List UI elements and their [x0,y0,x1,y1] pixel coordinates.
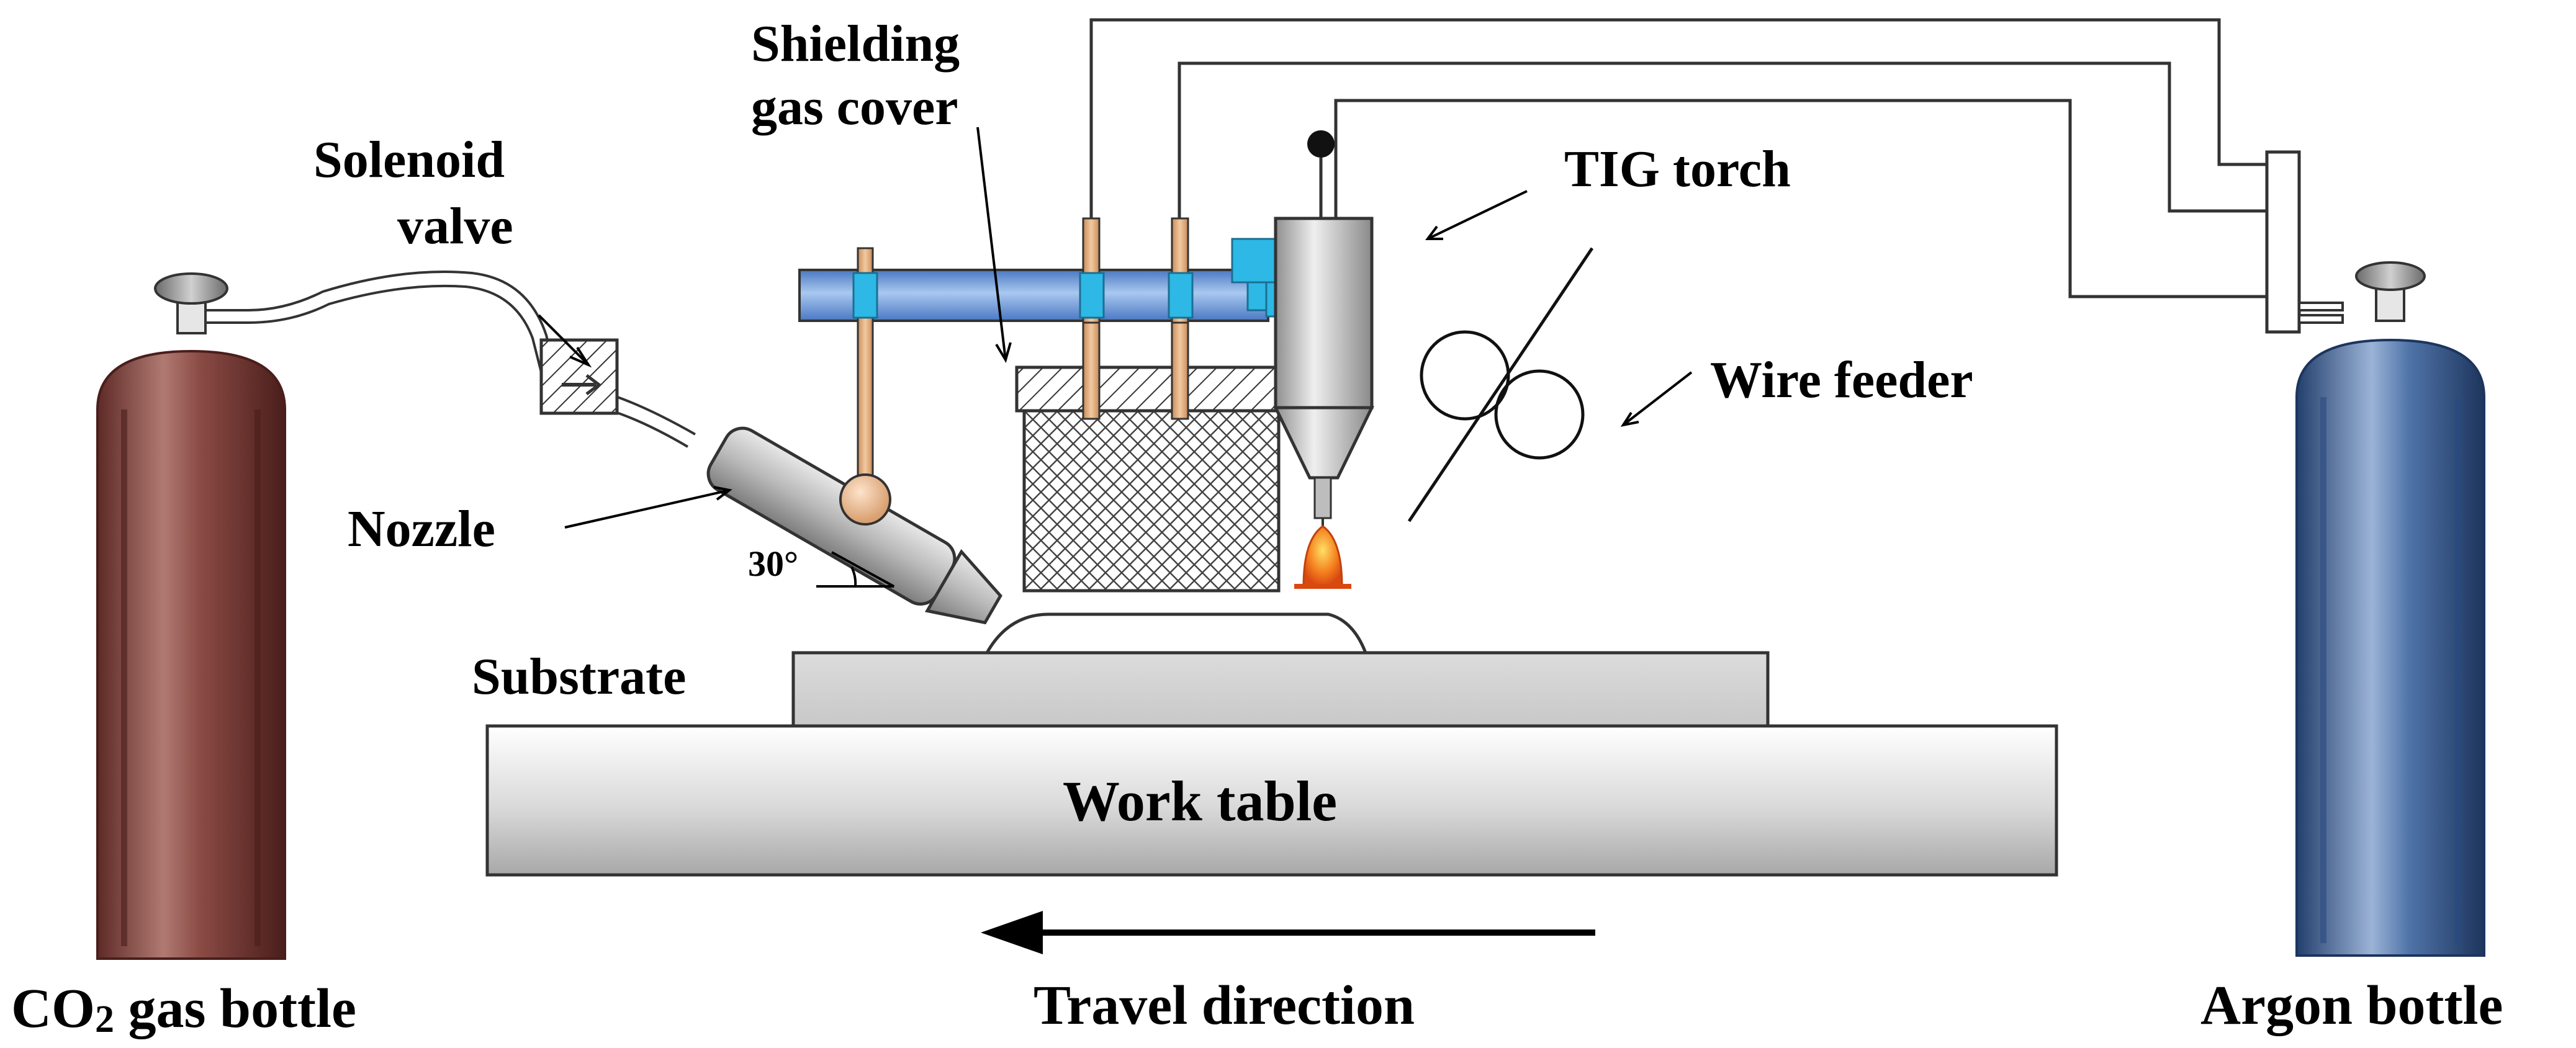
nozzle-angle-marker [816,551,894,588]
solenoid-label-line1: Solenoid [313,131,505,189]
label-pointers [538,127,1693,529]
argon-bottle [2295,261,2485,957]
shielding-gas-cover [1015,365,1287,593]
work-table [485,724,2058,877]
tig-torch-label: TIG torch [1564,140,1791,198]
travel-direction-label: Travel direction [1034,975,1415,1036]
argon-bottle-label: Argon bottle [2200,975,2503,1036]
shielding-label-line1: Shielding [751,15,960,73]
nozzle-label: Nozzle [348,500,495,558]
angle-label: 30° [748,544,798,584]
co2-label-rest: gas bottle [114,978,356,1039]
argon-regulator [2265,150,2344,334]
text-labels: Solenoid valve Shielding gas cover TIG t… [11,15,2503,1041]
travel-direction-arrow [981,911,1595,954]
solenoid-label-line2: valve [397,197,513,255]
wire-feeder [1407,247,1594,522]
shielding-label-line2: gas cover [751,78,958,136]
co2-bottle [96,272,286,960]
co2-label-subscript: 2 [95,998,114,1041]
co2-nozzle [706,426,1002,625]
shielding-posts-front [1079,272,1194,420]
argon-gas-lines [1089,18,2267,298]
co2-label-main: CO [11,978,95,1039]
wire-feeder-label: Wire feeder [1710,351,1973,409]
substrate [791,612,1770,728]
tig-torch [1273,130,1374,589]
substrate-label: Substrate [472,648,686,705]
solenoid-valve [539,338,619,415]
co2-bottle-label: CO2 gas bottle [11,978,356,1041]
work-table-label: Work table [1063,769,1337,833]
co2-hose [205,271,696,448]
